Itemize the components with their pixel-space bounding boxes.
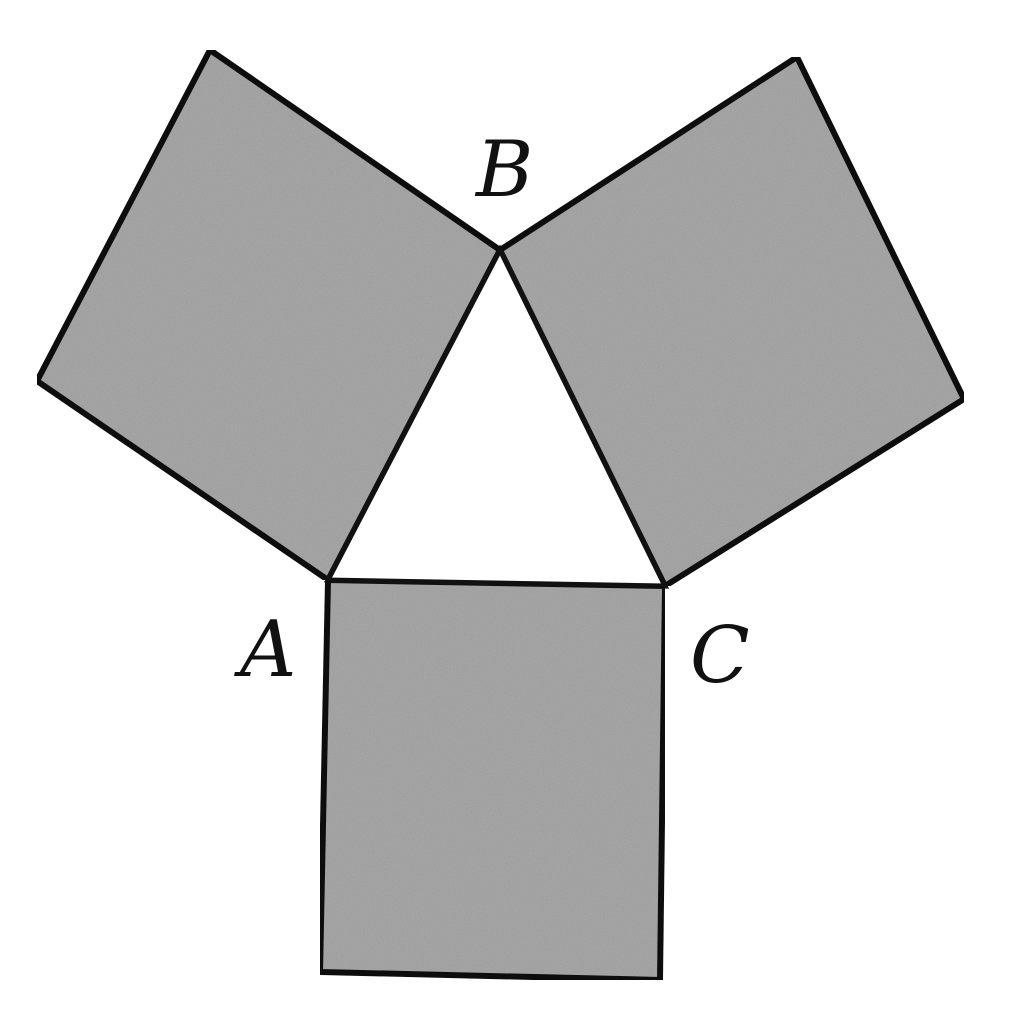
vertex-label-b: B xyxy=(474,125,533,215)
vertex-label-a: A xyxy=(234,605,296,695)
square-on-side-ac xyxy=(316,576,669,984)
vertex-label-c: C xyxy=(690,611,750,701)
triangle-abc xyxy=(323,244,670,589)
